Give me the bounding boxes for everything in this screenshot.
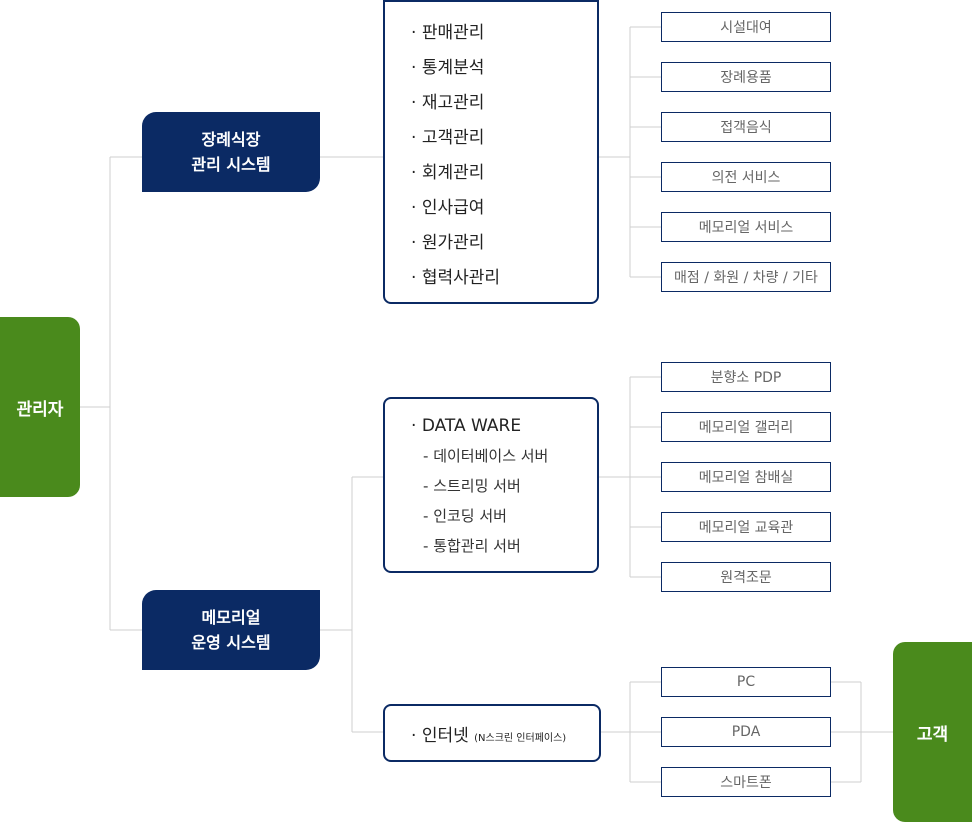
customer-label: 고객	[916, 724, 949, 745]
dataware-title: · DATA WARE	[411, 416, 522, 436]
funeral-service-pill: 장례용품	[661, 62, 831, 92]
server-item: - 스트리밍 서버	[423, 477, 521, 495]
device-pill: PDA	[661, 717, 831, 747]
internet-label: · 인터넷 (N스크린 인터페이스)	[411, 725, 567, 746]
funeral-system-line-2: 관리 시스템	[191, 155, 271, 174]
internet-box: · 인터넷 (N스크린 인터페이스)	[383, 704, 601, 762]
funeral-service-pill: 의전 서비스	[661, 162, 831, 192]
module-item: · 협력사관리	[411, 268, 501, 288]
memorial-system-line-2: 운영 시스템	[191, 633, 271, 652]
module-item: · 인사급여	[411, 198, 485, 218]
customer-node: 고객	[893, 642, 972, 822]
funeral-service-pill: 접객음식	[661, 112, 831, 142]
module-item: · 회계관리	[411, 163, 485, 183]
admin-node: 관리자	[0, 317, 80, 497]
module-item: · 원가관리	[411, 233, 485, 253]
memorial-service-pill: 메모리얼 교육관	[661, 512, 831, 542]
module-item: · 통계분석	[411, 58, 485, 78]
internet-note: (N스크린 인터페이스)	[474, 732, 567, 744]
module-item: · 고객관리	[411, 128, 485, 148]
memorial-service-pill: 분향소 PDP	[661, 362, 831, 392]
server-item: - 데이터베이스 서버	[423, 447, 549, 465]
memorial-service-pill: 메모리얼 갤러리	[661, 412, 831, 442]
dataware-box: · DATA WARE - 데이터베이스 서버 - 스트리밍 서버 - 인코딩 …	[383, 397, 599, 573]
memorial-system-line-1: 메모리얼	[201, 608, 261, 627]
memorial-service-pill: 원격조문	[661, 562, 831, 592]
admin-label: 관리자	[16, 399, 64, 420]
modules-box: · 판매관리 · 통계분석 · 재고관리 · 고객관리 · 회계관리 · 인사급…	[383, 0, 599, 304]
funeral-service-pill: 메모리얼 서비스	[661, 212, 831, 242]
funeral-service-pill: 매점 / 화원 / 차량 / 기타	[661, 262, 831, 292]
module-item: · 재고관리	[411, 93, 485, 113]
funeral-system-node: 장례식장 관리 시스템	[142, 112, 320, 192]
funeral-service-pill: 시설대여	[661, 12, 831, 42]
module-item: · 판매관리	[411, 23, 485, 43]
device-pill: PC	[661, 667, 831, 697]
device-pill: 스마트폰	[661, 767, 831, 797]
server-item: - 통합관리 서버	[423, 537, 521, 555]
server-item: - 인코딩 서버	[423, 507, 507, 525]
memorial-system-node: 메모리얼 운영 시스템	[142, 590, 320, 670]
funeral-system-line-1: 장례식장	[201, 130, 261, 149]
memorial-service-pill: 메모리얼 참배실	[661, 462, 831, 492]
